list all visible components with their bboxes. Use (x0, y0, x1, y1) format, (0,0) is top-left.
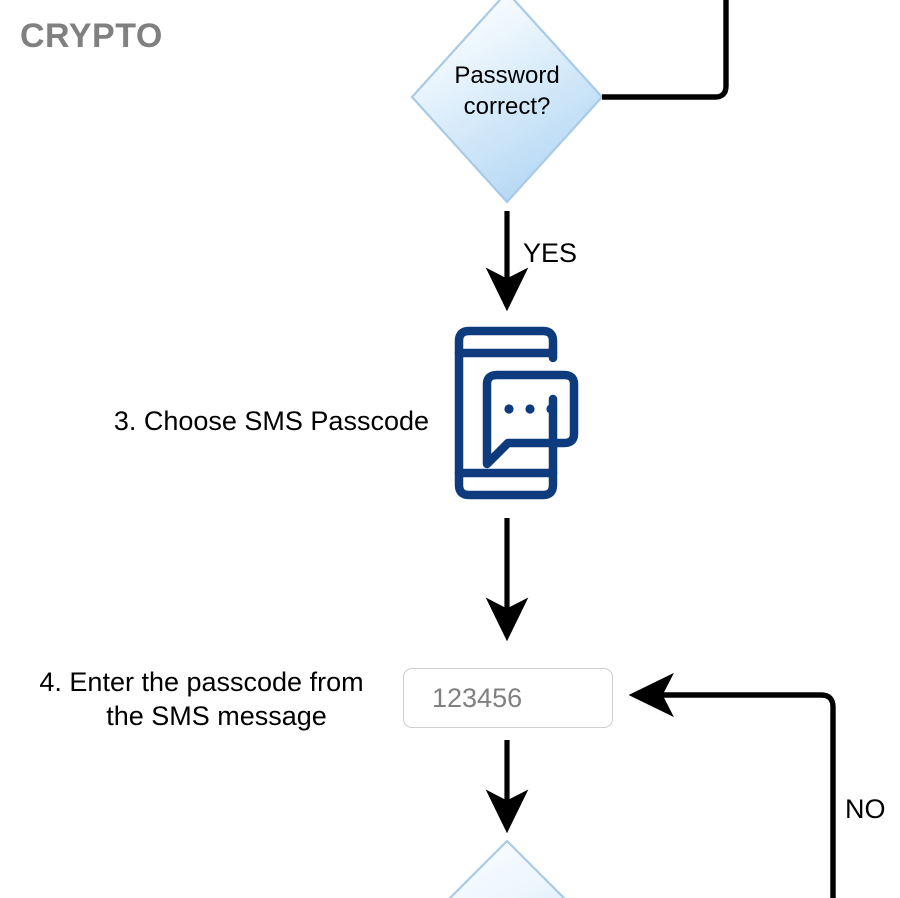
decision-diamond-icon (410, 0, 604, 204)
decision-diamond-label: Password correct? (454, 62, 560, 120)
phone-sms-message-icon (454, 326, 579, 500)
step-label-3: 3. Choose SMS Passcode (113, 406, 429, 436)
decision-diamond-icon-bottom (448, 839, 566, 898)
passcode-input[interactable]: 123456 (403, 668, 613, 728)
arrow-left-icon-no-loop (628, 672, 836, 898)
brand-logo: CRYPTO (20, 17, 163, 55)
branch-label-yes: YES (523, 238, 578, 268)
branch-label-no: NO (845, 794, 886, 824)
passcode-input-value: 123456 (432, 683, 523, 713)
step-label-4: 4. Enter the passcode from the SMS messa… (39, 667, 364, 732)
connector-line-decision-right (602, 0, 729, 100)
